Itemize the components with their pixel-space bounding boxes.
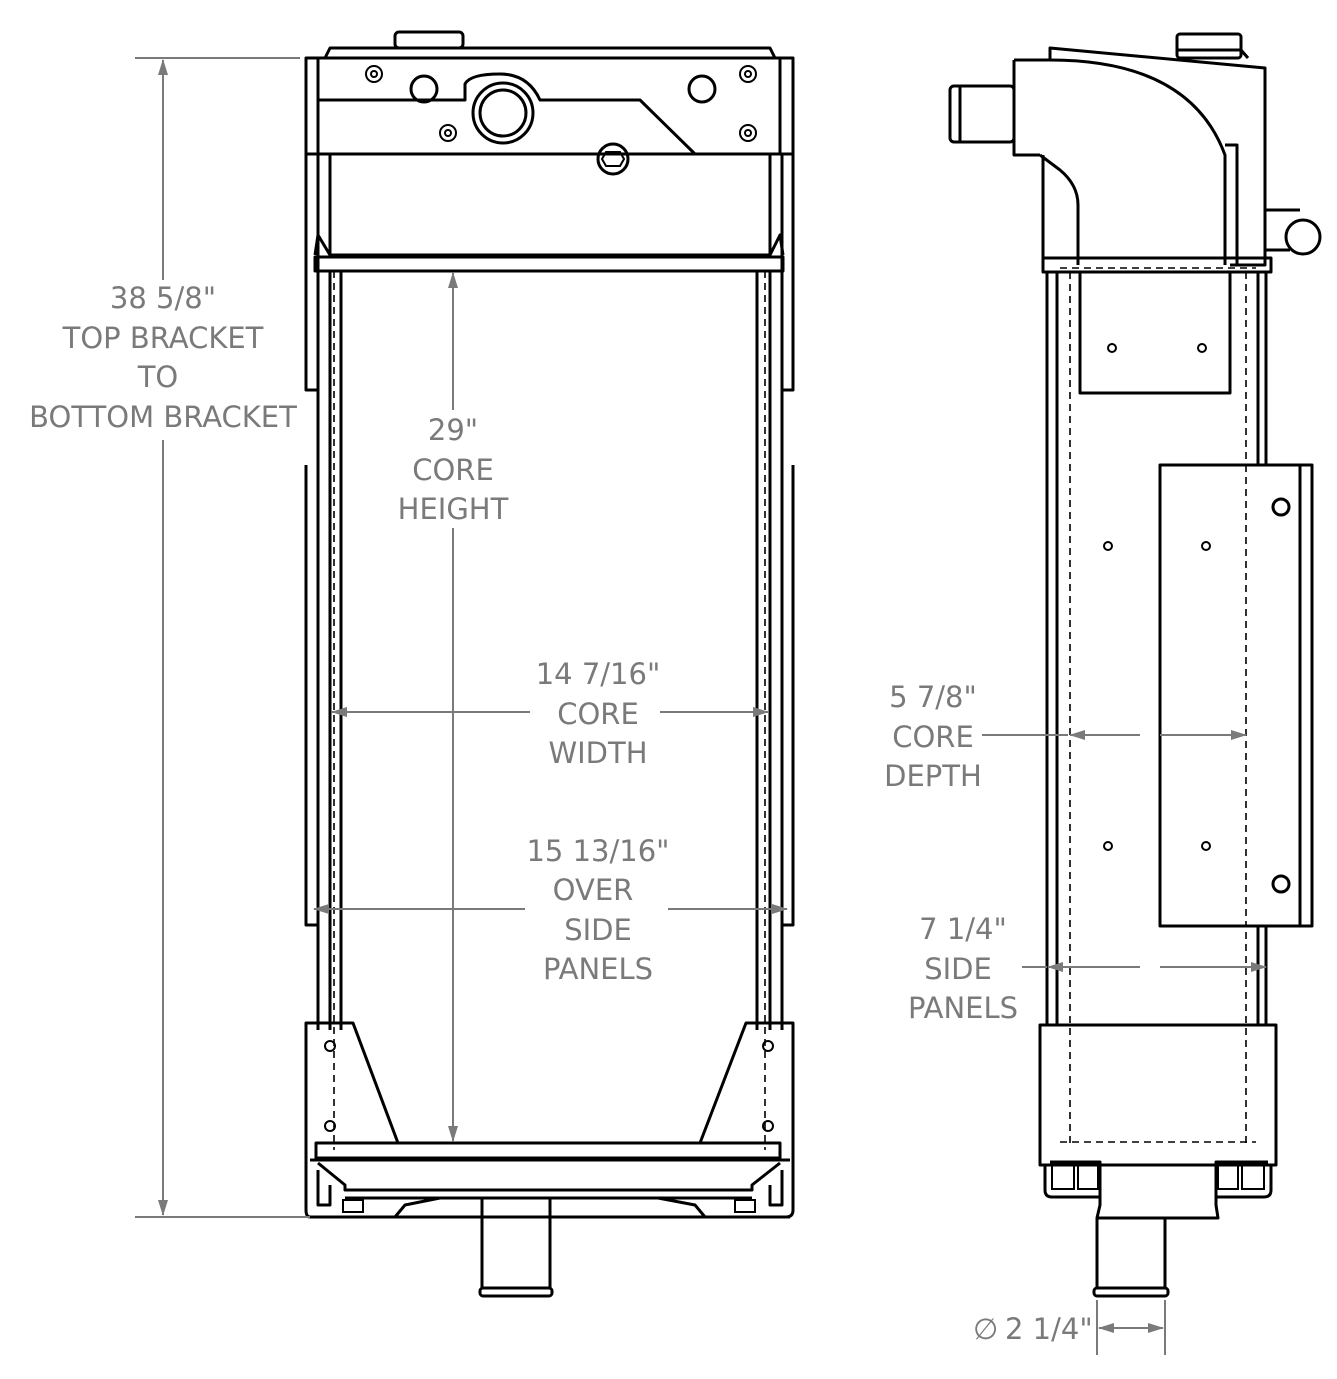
overall-height-line-2: TO [137,360,179,394]
dimension-overall-height: 38 5/8" TOP BRACKET TO BOTTOM BRACKET [29,57,310,1218]
core-height-line-1: CORE [412,453,494,487]
core-width-value: 14 7/16" [536,657,661,691]
dimension-outlet-diameter: ∅ 2 1/4" [973,1300,1166,1355]
core-depth-line-2: DEPTH [884,759,982,793]
side-panels-value: 7 1/4" [919,912,1007,946]
over-side-panels-line-3: PANELS [543,952,653,986]
overall-height-value: 38 5/8" [110,281,216,315]
core-width-line-2: WIDTH [548,736,647,770]
core-height-value: 29" [428,413,478,447]
overall-height-line-1: TOP BRACKET [62,321,264,355]
dimension-core-height: 29" CORE HEIGHT [398,272,509,1142]
over-side-panels-value: 15 13/16" [526,834,669,868]
front-view [304,30,795,1298]
over-side-panels-line-1: OVER [553,873,634,907]
core-depth-line-1: CORE [892,720,974,754]
side-panels-line-1: SIDE [924,952,992,986]
core-depth-value: 5 7/8" [889,680,977,714]
dimension-side-panels: 7 1/4" SIDE PANELS [908,912,1267,1025]
side-panels-line-2: PANELS [908,991,1018,1025]
over-side-panels-line-2: SIDE [564,913,632,947]
dimension-core-depth: 5 7/8" CORE DEPTH [884,680,1247,793]
core-width-line-1: CORE [557,697,639,731]
core-height-line-2: HEIGHT [398,492,509,526]
dimension-core-width: 14 7/16" CORE WIDTH [331,657,769,770]
dimension-over-side-panels: 15 13/16" OVER SIDE PANELS [313,834,788,986]
diameter-symbol: ∅ [973,1312,998,1346]
side-view [948,32,1322,1298]
outlet-diameter-value: 2 1/4" [1005,1312,1093,1346]
overall-height-line-3: BOTTOM BRACKET [29,400,297,434]
